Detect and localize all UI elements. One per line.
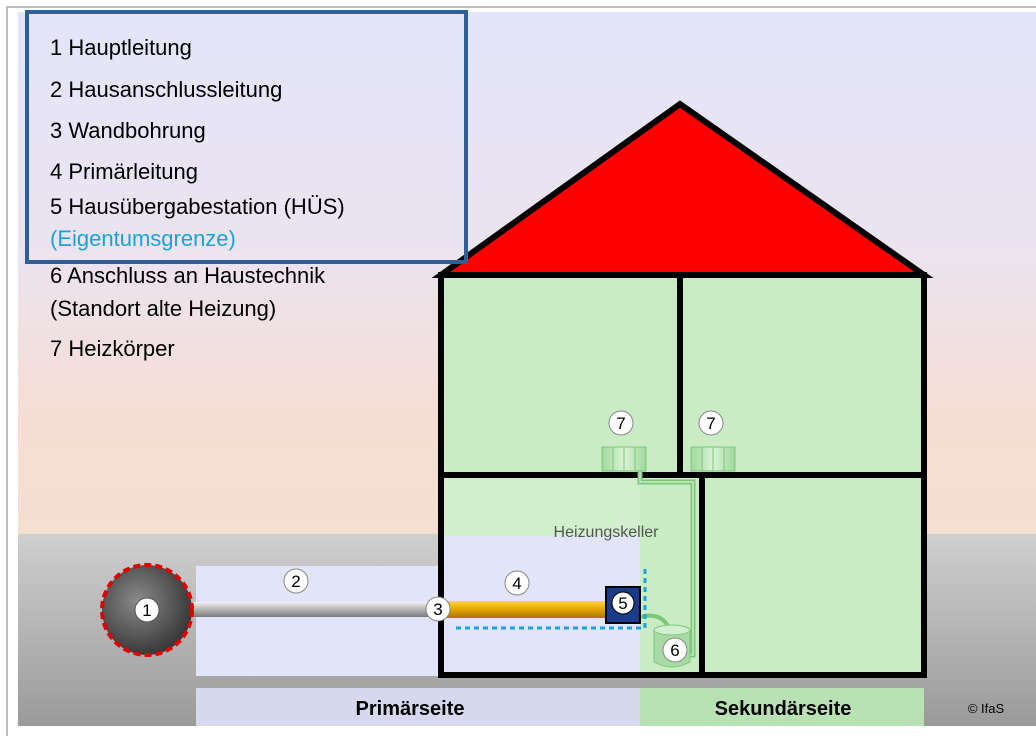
marker-7-right: 7: [706, 414, 715, 433]
footer-primary-label: Primärseite: [356, 698, 465, 720]
room-label-heating-cellar: Heizungskeller: [554, 524, 660, 541]
radiator-left: [601, 446, 647, 472]
legend-item-1: 1 Hauptleitung: [50, 35, 192, 60]
legend-item-4: 4 Primärleitung: [50, 159, 198, 184]
station-to-connection: [639, 613, 670, 628]
house-connection-pipe: [178, 602, 440, 617]
footer-primary-bar: [196, 688, 640, 726]
legend-box: [25, 10, 468, 264]
marker-5: 5: [618, 594, 627, 613]
footer-secondary-bar: [640, 688, 924, 726]
copyright: © IfaS: [968, 701, 1005, 716]
marker-7-left: 7: [616, 414, 625, 433]
legend-item-5: 5 Hausübergabestation (HÜS): [50, 194, 345, 219]
legend-item-2: 2 Hausanschlussleitung: [50, 77, 282, 102]
marker-2: 2: [291, 572, 300, 591]
marker-6: 6: [670, 641, 679, 660]
legend-item-5-note: (Eigentumsgrenze): [50, 226, 236, 251]
marker-1: 1: [142, 601, 151, 620]
marker-4: 4: [512, 574, 521, 593]
primary-pipe: [440, 601, 610, 618]
footer-secondary-label: Sekundärseite: [715, 698, 852, 720]
legend-item-6-note: (Standort alte Heizung): [50, 296, 276, 321]
marker-3: 3: [433, 600, 442, 619]
legend-item-3: 3 Wandbohrung: [50, 118, 206, 143]
legend-item-7: 7 Heizkörper: [50, 336, 175, 361]
legend: 1 Hauptleitung 2 Hausanschlussleitung 3 …: [50, 35, 345, 361]
property-boundary: [456, 568, 647, 630]
radiator-right: [690, 446, 736, 472]
legend-item-6: 6 Anschluss an Haustechnik: [50, 263, 326, 288]
